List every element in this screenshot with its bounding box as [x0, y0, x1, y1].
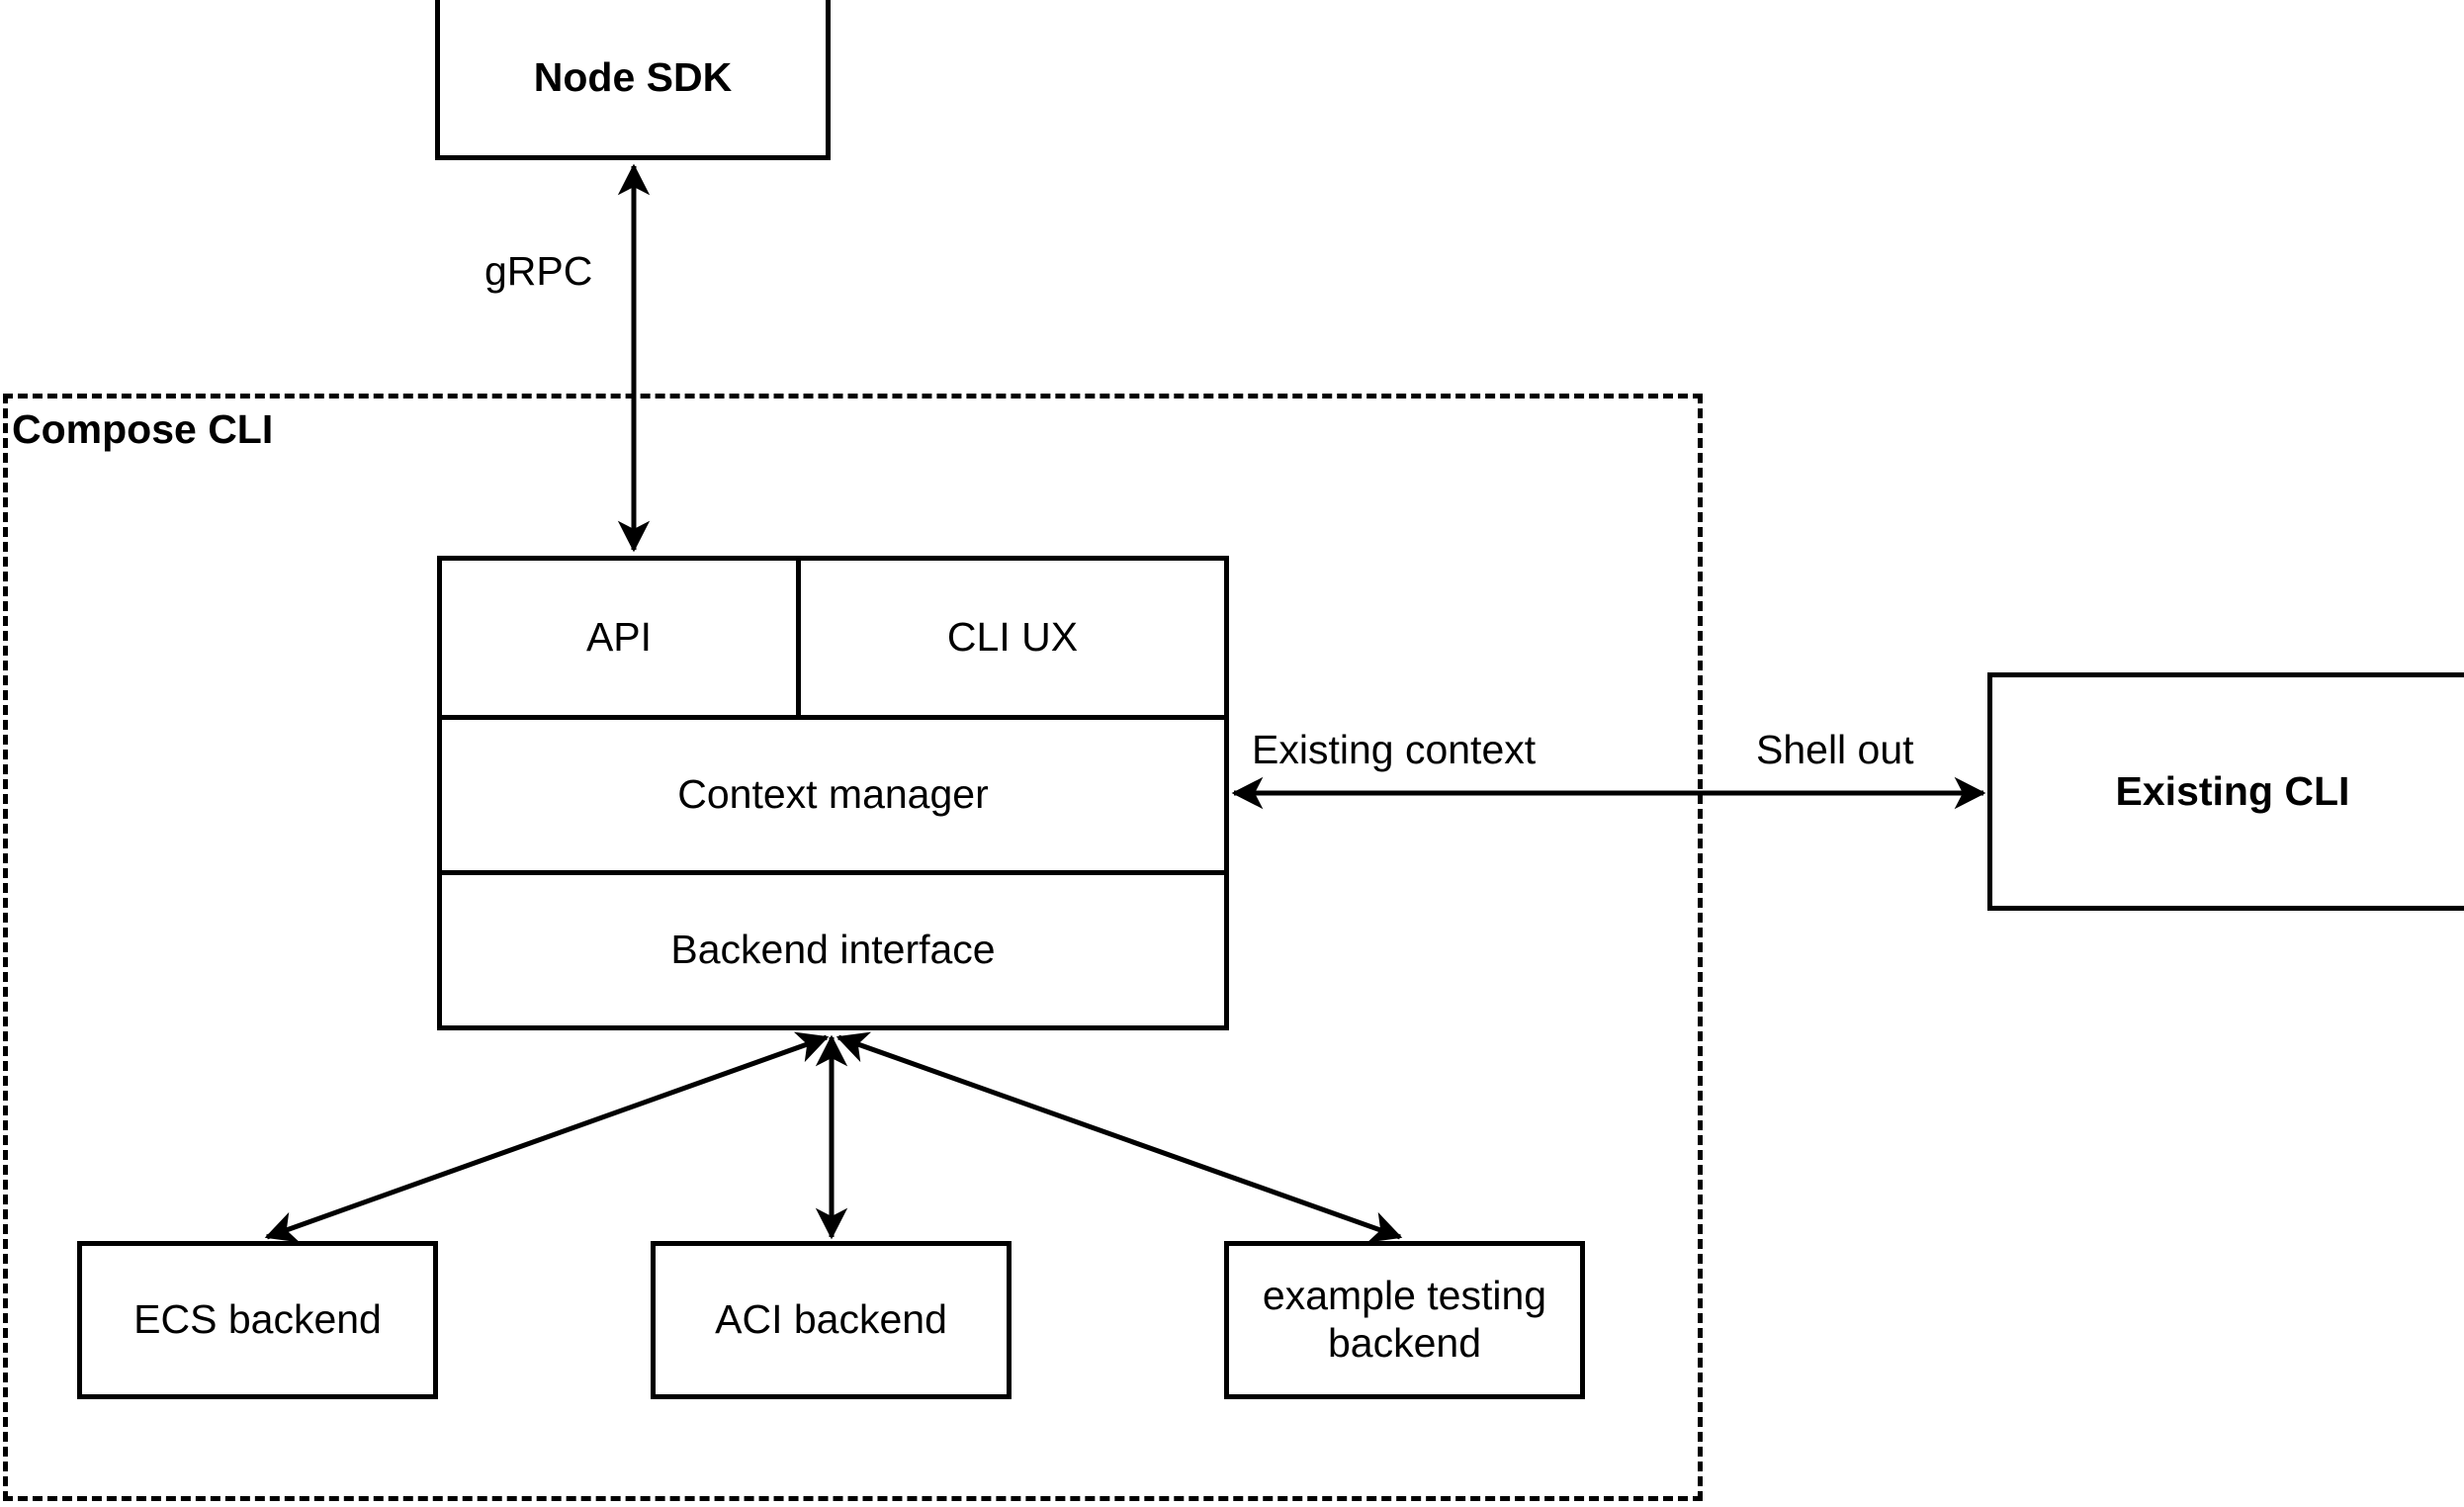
- node-existing-cli[interactable]: Existing CLI: [1987, 672, 2464, 911]
- stack-cell-backend-interface-label: Backend interface: [670, 927, 996, 973]
- stack-cell-context-manager[interactable]: Context manager: [442, 720, 1224, 870]
- node-ecs-backend-label: ECS backend: [133, 1296, 382, 1343]
- stack-cell-cli-ux[interactable]: CLI UX: [796, 561, 1224, 715]
- node-node-sdk-label: Node SDK: [533, 53, 733, 100]
- edge-backend-example-line: [836, 1031, 1403, 1243]
- node-aci-backend-label: ACI backend: [715, 1296, 947, 1343]
- stack-row-backend-interface: Backend interface: [442, 870, 1224, 1025]
- stack-cell-api-label: API: [585, 614, 653, 661]
- group-compose-cli-label: Compose CLI: [12, 406, 274, 452]
- node-example-testing-backend-label: example testing backend: [1262, 1273, 1547, 1366]
- edge-label-shell-out: Shell out: [1752, 730, 1918, 770]
- stack-cell-cli-ux-label: CLI UX: [946, 614, 1079, 661]
- stack-cell-context-manager-label: Context manager: [677, 771, 989, 818]
- stack-row-context-manager: Context manager: [442, 715, 1224, 870]
- node-example-testing-backend[interactable]: example testing backend: [1224, 1241, 1585, 1399]
- group-compose-cli: [3, 394, 1703, 1501]
- node-existing-cli-label: Existing CLI: [2115, 767, 2350, 814]
- edge-backend-ecs-line: [264, 1031, 830, 1243]
- node-aci-backend[interactable]: ACI backend: [651, 1241, 1012, 1399]
- compose-cli-stack: API CLI UX Context manager Backend inter…: [437, 556, 1229, 1030]
- edge-label-existing-context: Existing context: [1248, 730, 1540, 770]
- edge-label-grpc: gRPC: [481, 251, 597, 292]
- stack-cell-api[interactable]: API: [442, 561, 796, 715]
- node-ecs-backend[interactable]: ECS backend: [77, 1241, 438, 1399]
- stack-row-api-cliux: API CLI UX: [442, 561, 1224, 715]
- stack-cell-backend-interface[interactable]: Backend interface: [442, 875, 1224, 1025]
- node-node-sdk[interactable]: Node SDK: [435, 0, 831, 160]
